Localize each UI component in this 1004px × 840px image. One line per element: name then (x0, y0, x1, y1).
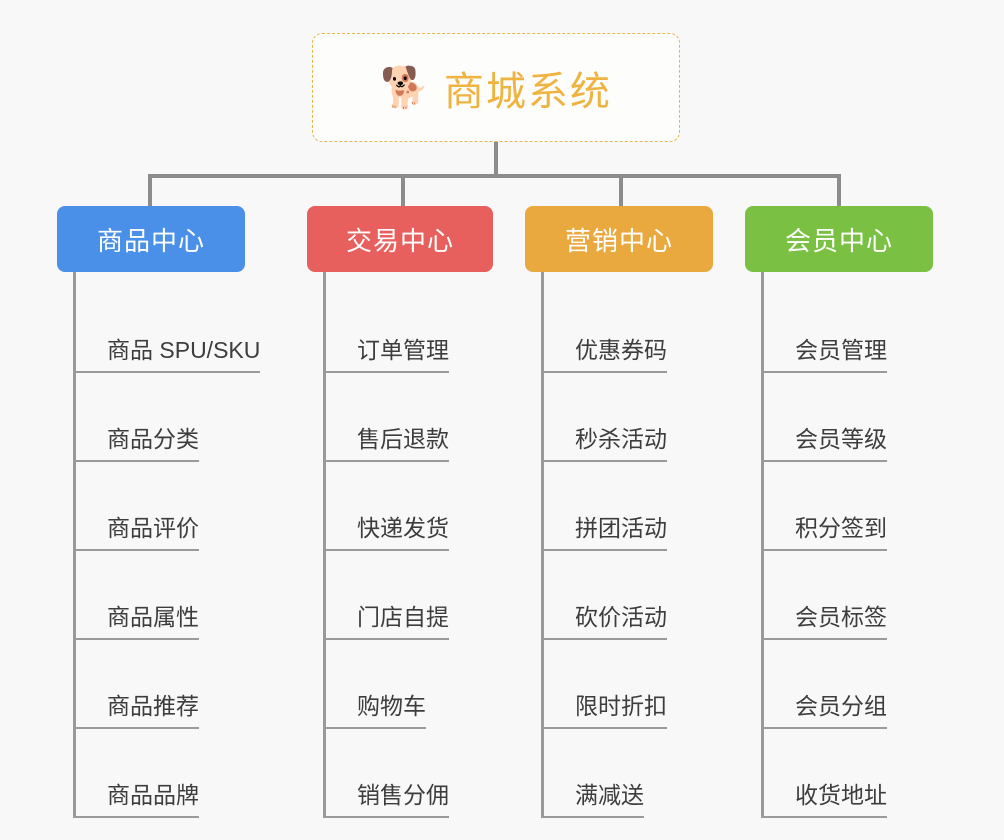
leaf-item[interactable]: 商品属性 (73, 551, 245, 640)
leaf-item-label: 满减送 (541, 781, 644, 818)
leaf-item-label: 会员管理 (761, 336, 887, 373)
column-member-center: 会员中心会员管理会员等级积分签到会员标签会员分组收货地址 (745, 206, 933, 818)
column-trade-center: 交易中心订单管理售后退款快递发货门店自提购物车销售分佣 (307, 206, 493, 818)
leaf-item[interactable]: 会员分组 (761, 640, 933, 729)
column-marketing-center: 营销中心优惠券码秒杀活动拼团活动砍价活动限时折扣满减送 (525, 206, 713, 818)
category-header-trade-center[interactable]: 交易中心 (307, 206, 493, 272)
leaf-item[interactable]: 售后退款 (323, 373, 493, 462)
leaf-item[interactable]: 砍价活动 (541, 551, 713, 640)
leaf-item[interactable]: 积分签到 (761, 462, 933, 551)
leaf-item-label: 商品属性 (73, 603, 199, 640)
leaf-list-product-center: 商品 SPU/SKU 商品分类商品评价商品属性商品推荐商品品牌 (73, 272, 261, 818)
connector-drop-member-center (837, 174, 841, 208)
leaf-list-member-center: 会员管理会员等级积分签到会员标签会员分组收货地址 (761, 272, 933, 818)
shiba-dog-face-icon: 🐕 (380, 65, 430, 110)
leaf-item-label: 会员分组 (761, 692, 887, 729)
leaf-item-label: 商品 SPU/SKU (73, 336, 261, 373)
leaf-item[interactable]: 商品分类 (73, 373, 245, 462)
leaf-item-label: 门店自提 (323, 603, 449, 640)
leaf-item[interactable]: 满减送 (541, 729, 713, 818)
leaf-spine-product-center (73, 272, 76, 818)
leaf-item[interactable]: 订单管理 (323, 284, 493, 373)
leaf-item[interactable]: 销售分佣 (323, 729, 493, 818)
column-product-center: 商品中心商品 SPU/SKU 商品分类商品评价商品属性商品推荐商品品牌 (57, 206, 261, 818)
root-title: 商城系统 (443, 69, 612, 114)
category-header-marketing-center[interactable]: 营销中心 (525, 206, 713, 272)
leaf-item-label: 秒杀活动 (541, 425, 667, 462)
connector-bar (150, 174, 840, 178)
leaf-item-label: 商品评价 (73, 514, 199, 551)
leaf-item[interactable]: 商品评价 (73, 462, 245, 551)
leaf-item-label: 购物车 (323, 692, 426, 729)
leaf-item[interactable]: 商品推荐 (73, 640, 245, 729)
leaf-item-label: 售后退款 (323, 425, 449, 462)
leaf-item-label: 拼团活动 (541, 514, 667, 551)
leaf-item-label: 会员标签 (761, 603, 887, 640)
leaf-item[interactable]: 购物车 (323, 640, 493, 729)
category-header-member-center[interactable]: 会员中心 (745, 206, 933, 272)
connector-stem (494, 142, 498, 178)
category-header-label: 营销中心 (564, 225, 673, 256)
leaf-item[interactable]: 限时折扣 (541, 640, 713, 729)
category-header-label: 交易中心 (345, 225, 454, 256)
connector-drop-marketing-center (619, 174, 623, 208)
leaf-item[interactable]: 会员标签 (761, 551, 933, 640)
leaf-item-label: 积分签到 (761, 514, 887, 551)
leaf-item[interactable]: 优惠券码 (541, 284, 713, 373)
leaf-item[interactable]: 会员管理 (761, 284, 933, 373)
leaf-item[interactable]: 快递发货 (323, 462, 493, 551)
leaf-item-label: 商品分类 (73, 425, 199, 462)
leaf-item[interactable]: 商品 SPU/SKU (73, 284, 261, 373)
leaf-spine-marketing-center (541, 272, 544, 818)
connector-drop-trade-center (401, 174, 405, 208)
leaf-item-label: 优惠券码 (541, 336, 667, 373)
leaf-item-label: 限时折扣 (541, 692, 667, 729)
leaf-item[interactable]: 拼团活动 (541, 462, 713, 551)
connector-drop-product-center (148, 174, 152, 208)
category-header-label: 商品中心 (96, 225, 205, 256)
leaf-item-label: 订单管理 (323, 336, 449, 373)
leaf-item[interactable]: 门店自提 (323, 551, 493, 640)
leaf-list-trade-center: 订单管理售后退款快递发货门店自提购物车销售分佣 (323, 272, 493, 818)
leaf-item[interactable]: 商品品牌 (73, 729, 245, 818)
leaf-item[interactable]: 会员等级 (761, 373, 933, 462)
leaf-spine-trade-center (323, 272, 326, 818)
leaf-item-label: 收货地址 (761, 781, 887, 818)
category-header-label: 会员中心 (784, 225, 893, 256)
leaf-item-label: 砍价活动 (541, 603, 667, 640)
leaf-item-label: 销售分佣 (323, 781, 449, 818)
leaf-spine-member-center (761, 272, 764, 818)
root-node[interactable]: 🐕 商城系统 (312, 33, 680, 142)
leaf-item-label: 会员等级 (761, 425, 887, 462)
leaf-item-label: 快递发货 (323, 514, 449, 551)
leaf-item-label: 商品品牌 (73, 781, 199, 818)
category-header-product-center[interactable]: 商品中心 (57, 206, 245, 272)
leaf-item[interactable]: 收货地址 (761, 729, 933, 818)
leaf-item-label: 商品推荐 (73, 692, 199, 729)
leaf-list-marketing-center: 优惠券码秒杀活动拼团活动砍价活动限时折扣满减送 (541, 272, 713, 818)
leaf-item[interactable]: 秒杀活动 (541, 373, 713, 462)
